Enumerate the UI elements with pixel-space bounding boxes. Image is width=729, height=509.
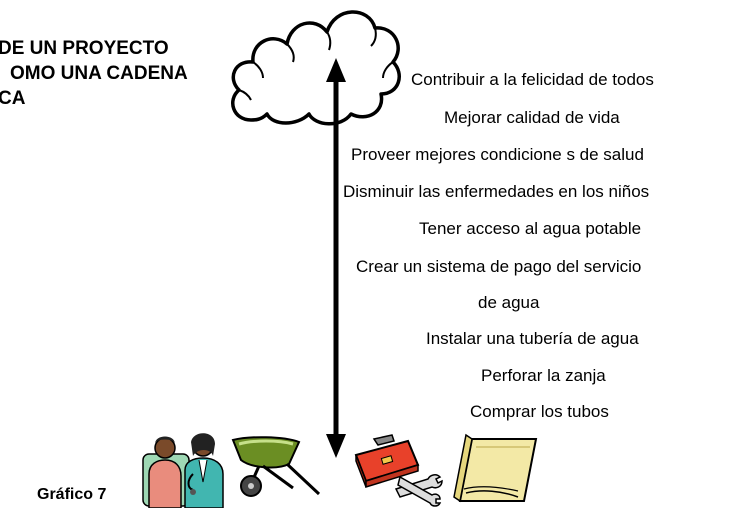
figure-caption: Gráfico 7 bbox=[37, 486, 107, 503]
cloud-icon bbox=[231, 10, 401, 126]
step-7: Instalar una tubería de agua bbox=[426, 329, 639, 348]
step-1: Contribuir a la felicidad de todos bbox=[411, 70, 654, 89]
title-line-3: CA bbox=[0, 88, 26, 109]
step-4: Disminuir las enfermedades en los niños bbox=[343, 182, 650, 201]
document-pages-icon bbox=[453, 433, 538, 503]
step-6-cont: de agua bbox=[478, 293, 540, 312]
step-9: Comprar los tubos bbox=[470, 402, 609, 421]
step-6: Crear un sistema de pago del servicio bbox=[356, 257, 642, 276]
wrench-icon bbox=[394, 474, 443, 507]
title-line-2: OMO UNA CADENA bbox=[10, 63, 188, 84]
wheelbarrow-icon bbox=[231, 436, 321, 497]
step-8: Perforar la zanja bbox=[481, 366, 606, 385]
title-line-1: DE UN PROYECTO bbox=[0, 38, 169, 59]
toolbox-icon bbox=[354, 434, 443, 507]
step-2: Mejorar calidad de vida bbox=[444, 108, 620, 127]
health-workers-icon bbox=[142, 433, 224, 508]
diagram-title: DE UN PROYECTO OMO UNA CADENA CA bbox=[0, 36, 188, 111]
step-3: Proveer mejores condicione s de salud bbox=[351, 145, 644, 164]
step-5: Tener acceso al agua potable bbox=[419, 219, 642, 238]
